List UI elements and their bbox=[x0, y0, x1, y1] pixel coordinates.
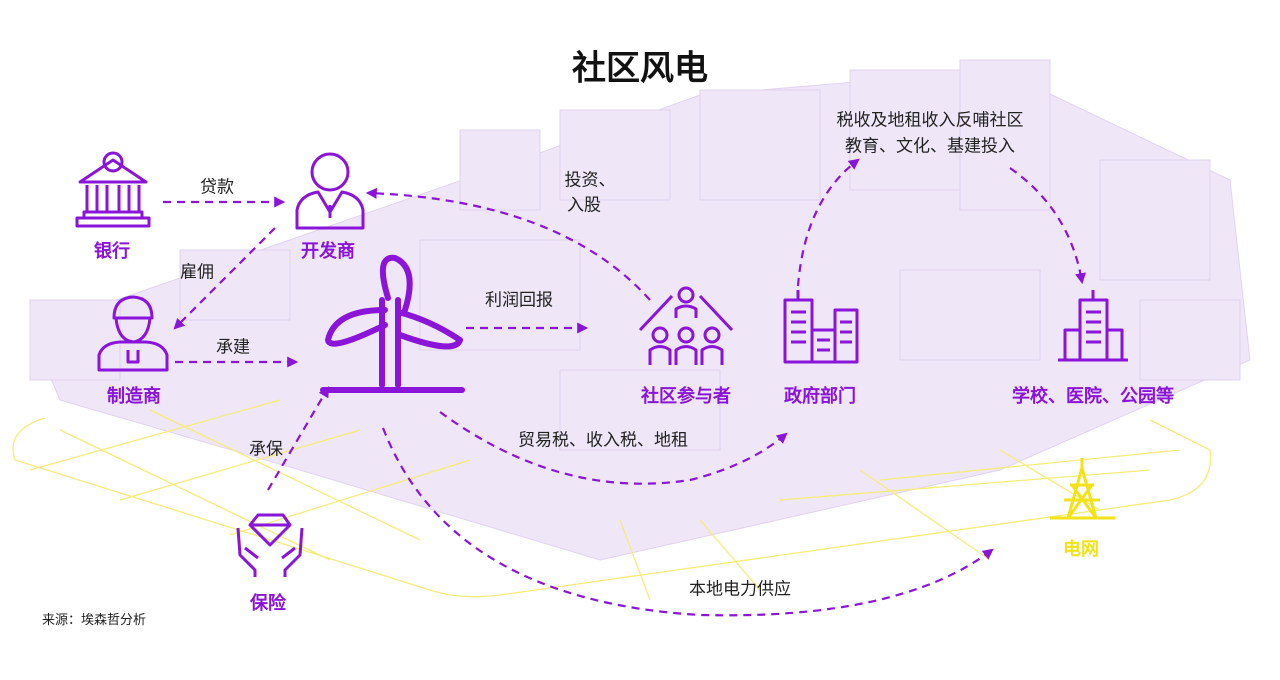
edge-invest-line2: 入股 bbox=[567, 195, 601, 216]
arrow-hire bbox=[173, 227, 276, 330]
arrow-taxes bbox=[439, 411, 788, 485]
edge-loan: 贷款 bbox=[200, 177, 234, 198]
node-manufacturer: 制造商 bbox=[107, 386, 161, 407]
edge-taxes: 贸易税、收入税、地租 bbox=[518, 430, 688, 451]
edge-feedback-line2: 教育、文化、基建投入 bbox=[845, 136, 1015, 157]
insurance-icon bbox=[236, 513, 304, 577]
wind-turbine-icon bbox=[320, 254, 465, 393]
edge-profit: 利润回报 bbox=[485, 290, 553, 311]
node-public-facilities: 学校、医院、公园等 bbox=[1012, 386, 1174, 407]
edge-build: 承建 bbox=[216, 337, 250, 358]
node-developer: 开发商 bbox=[301, 241, 355, 262]
edge-power-supply: 本地电力供应 bbox=[689, 579, 791, 600]
arrow-power bbox=[381, 427, 994, 617]
edge-hire: 雇佣 bbox=[180, 262, 214, 283]
city-background bbox=[29, 59, 1251, 561]
manufacturer-icon bbox=[97, 295, 169, 372]
power-tower-icon bbox=[1050, 458, 1115, 520]
arrow-invest bbox=[365, 187, 651, 301]
node-grid: 电网 bbox=[1063, 539, 1099, 560]
node-government: 政府部门 bbox=[784, 386, 856, 407]
node-bank: 银行 bbox=[94, 241, 130, 262]
bank-icon bbox=[75, 151, 151, 228]
node-community: 社区参与者 bbox=[641, 386, 731, 407]
government-building-icon bbox=[783, 290, 859, 364]
node-insurance: 保险 bbox=[250, 593, 286, 614]
developer-icon bbox=[295, 152, 365, 230]
source-note: 来源：埃森哲分析 bbox=[42, 613, 147, 628]
school-hospital-icon bbox=[1058, 290, 1128, 362]
arrow-underwrite bbox=[267, 386, 330, 491]
grid-lines bbox=[12, 399, 1212, 601]
arrow-gov-up bbox=[796, 158, 860, 287]
edge-feedback-line1: 税收及地租收入反哺社区 bbox=[836, 110, 1024, 131]
page-title: 社区风电 bbox=[572, 48, 708, 89]
edge-underwrite: 承保 bbox=[249, 439, 283, 460]
edge-invest-line1: 投资、 bbox=[564, 170, 616, 191]
community-icon bbox=[638, 286, 734, 365]
arrow-feedback bbox=[1009, 167, 1086, 285]
